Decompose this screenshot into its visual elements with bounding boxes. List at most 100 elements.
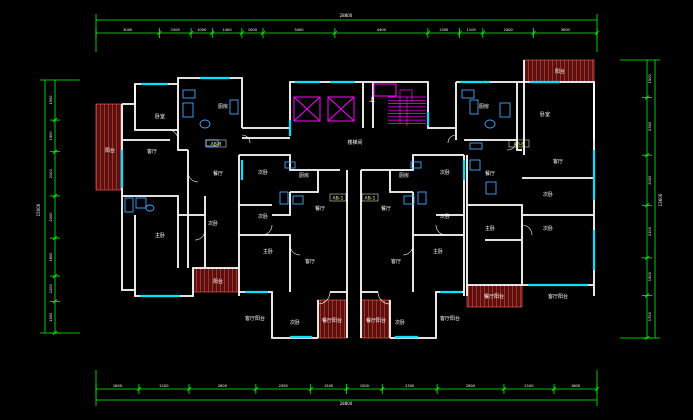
bottom-dimension [95,370,600,406]
room-balcony-top-right: 阳台 [555,68,565,75]
bottom-tick-mark [551,386,557,392]
top-segment-label: 1000 [248,28,258,32]
left-tick-mark [52,330,58,336]
bottom-segment-label: 2100 [159,384,169,388]
right-segment-label: 2000 [648,175,652,185]
room-second-inner-left-c: 次卧 [290,319,300,326]
left-segment-label: 1900 [49,95,53,105]
elevator-shafts [293,83,397,122]
top-segment-label: 1500 [171,28,181,32]
room-living-balcony-left: 客厅阳台 [245,315,265,322]
room-kitchen-inner-right: 厨房 [399,172,409,179]
room-living-inner-right: 客厅 [391,258,401,265]
left-tick-mark [52,235,58,241]
room-master-right: 主卧 [485,225,495,232]
bottom-segment-label: 2300 [279,384,289,388]
top-tick-mark [188,30,194,36]
room-master-inner-left: 主卧 [263,248,273,255]
unit-label-right-outer: AB-B [514,142,525,148]
left-tick-mark [52,299,58,304]
room-second-inner-right-c: 次卧 [395,319,405,326]
top-segment-label: 3000 [123,28,133,32]
left-segment-label: 2100 [49,169,53,179]
bottom-tick-mark [501,386,507,392]
right-segment-label: 2300 [648,121,652,131]
room-second-inner-right-b: 次卧 [440,213,450,220]
stair-treads [388,89,426,126]
windows [120,76,596,339]
room-kitchen-right: 厨房 [479,103,489,110]
room-second-right-b: 次卧 [543,225,553,232]
top-segment-label: 3000 [561,28,571,32]
room-living-right: 客厅 [553,158,563,165]
room-second-inner-left-b: 次卧 [258,213,268,220]
bottom-tick-mark [308,386,313,392]
bottom-segment-label: 1800 [571,384,581,388]
left-tick-mark [52,117,58,123]
stair-direction-arrow [399,89,413,124]
left-tick-mark [52,149,58,154]
top-tick-mark [332,30,338,36]
room-master-inner-right: 主卧 [433,248,443,255]
top-segment-label: 4400 [377,28,387,32]
right-tick-mark [644,95,650,100]
right-total-label: 13600 [658,193,663,206]
top-tick-mark [157,30,162,36]
room-second-inner-right-a: 次卧 [440,169,450,176]
bottom-tick-mark [380,386,385,392]
room-dining-left: 餐厅 [213,170,223,177]
bottom-tick-mark [186,386,192,392]
bottom-total-label: 28800 [340,401,353,406]
top-tick-mark [480,30,486,36]
bottom-segment-label: 1500 [360,384,370,388]
balcony-hatches [95,59,595,339]
bottom-tick-mark [344,386,349,392]
top-tick-mark [425,30,431,36]
room-second-right-a: 次卧 [543,191,553,198]
door-swings [169,129,533,305]
room-bedroom-right: 卧室 [540,111,550,118]
bathroom-fixtures [124,89,511,213]
top-tick-mark [457,30,462,36]
unit-label-right-inner: AB-1 [365,196,376,202]
walls [121,60,595,339]
left-segment-label: 1200 [49,283,53,293]
unit-label-left-outer: AB-B [211,142,222,148]
top-tick-mark [260,30,266,36]
room-dining-right: 餐厅 [485,170,495,177]
right-tick-mark [644,202,650,208]
bottom-segment-label: 2800 [466,384,476,388]
top-segment-label: 1000 [197,28,207,32]
room-labels: 阳台 阳台 卧室 厨房 客厅 餐厅 主卧 次卧 阳台 次卧 厨房 餐厅 次卧 主… [105,68,568,326]
bottom-segment-label: 2100 [524,384,534,388]
room-living-inner-left: 客厅 [305,258,315,265]
room-second-inner-left-a: 次卧 [258,169,268,176]
top-tick-mark [239,30,245,36]
room-living-left: 客厅 [147,148,157,155]
room-stair-hall: 楼梯间 [347,139,362,146]
right-tick-mark [644,255,650,261]
room-kitchen-inner-left: 厨房 [299,172,309,179]
top-segment-label: 2400 [504,28,514,32]
top-segment-label: 1100 [467,28,477,32]
bottom-segment-label: 2800 [218,384,228,388]
left-segment-label: 1500 [49,312,53,322]
room-living-balcony-right-b: 客厅阳台 [548,293,568,300]
left-segment-label: 2000 [49,212,53,222]
bottom-tick-mark [136,386,142,392]
left-dimension [40,79,80,336]
room-balcony-left-bottom: 阳台 [213,278,223,285]
right-segment-label: 1500 [648,271,652,281]
top-tick-mark [209,30,215,36]
top-segment-label: 3400 [294,28,304,32]
bottom-tick-mark [594,386,600,392]
room-kitchen-left: 厨房 [218,103,228,110]
bottom-segment-label: 1800 [113,384,123,388]
room-dining-balcony-inner-left: 餐厅阳台 [322,317,342,324]
unit-labels: AB-B AB-B AB-1 AB-1 [205,139,530,202]
top-segment-label: 1400 [222,28,232,32]
